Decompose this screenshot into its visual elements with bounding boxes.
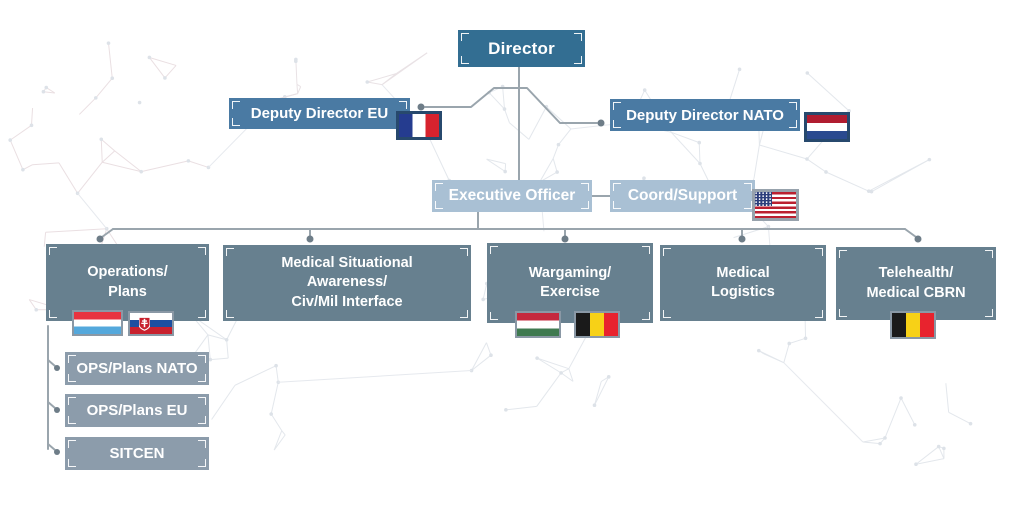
corner-mark — [49, 247, 57, 255]
corner-mark — [581, 201, 589, 209]
connector-director-to-deputy-nato — [518, 87, 605, 127]
department-medical-situational-awareness-box: Medical Situational Awareness/ Civ/Mil I… — [223, 245, 471, 321]
france-flag-icon — [396, 111, 442, 140]
us-flag-canton — [755, 192, 773, 207]
deputy-director-eu-box: Deputy Director EU — [229, 98, 410, 129]
department-telehealth-medical-cbrn-box: Telehealth/ Medical CBRN — [836, 247, 996, 320]
corner-mark — [744, 183, 752, 191]
corner-mark — [815, 248, 823, 256]
corner-mark — [68, 355, 76, 363]
department-label-line: Medical CBRN — [866, 284, 966, 301]
corner-mark — [68, 440, 76, 448]
corner-mark — [435, 201, 443, 209]
corner-mark — [839, 250, 847, 258]
corner-mark — [815, 310, 823, 318]
corner-mark — [744, 201, 752, 209]
department-label-line: Civ/Mil Interface — [291, 293, 403, 310]
corner-mark — [68, 416, 76, 424]
corner-mark — [581, 183, 589, 191]
corner-mark — [435, 183, 443, 191]
corner-mark — [613, 120, 621, 128]
corner-mark — [198, 374, 206, 382]
united-states-flag-icon — [752, 189, 799, 221]
slovakia-flag-icon — [128, 311, 174, 336]
corner-mark — [198, 397, 206, 405]
corner-mark — [460, 248, 468, 256]
corner-mark — [198, 440, 206, 448]
belgium-flag-icon — [890, 311, 936, 339]
netherlands-flag-icon — [804, 112, 850, 142]
luxembourg-flag-icon — [72, 310, 123, 336]
corner-mark — [198, 416, 206, 424]
slovakia-emblem-icon — [139, 316, 151, 331]
department-label-line: Medical Situational — [281, 255, 413, 272]
corner-mark — [461, 33, 469, 41]
department-label-line: Plans — [108, 283, 147, 300]
corner-mark — [461, 56, 469, 64]
department-label-line: Medical — [716, 264, 770, 281]
corner-mark — [490, 246, 498, 254]
subunit-sitcen-box: SITCEN — [65, 437, 209, 470]
deputy-director-nato-label: Deputy Director NATO — [626, 106, 784, 124]
subunit-ops-plans-nato-box: OPS/Plans NATO — [65, 352, 209, 385]
corner-mark — [198, 459, 206, 467]
corner-mark — [985, 250, 993, 258]
executive-officer-box: Executive Officer — [432, 180, 592, 212]
corner-mark — [226, 310, 234, 318]
corner-mark — [839, 309, 847, 317]
department-medical-logistics-box: Medical Logistics — [660, 245, 826, 321]
corner-mark — [574, 33, 582, 41]
deputy-director-eu-label: Deputy Director EU — [250, 105, 389, 122]
subunit-label: OPS/Plans NATO — [76, 360, 198, 377]
department-label-line: Awareness/ — [306, 274, 388, 291]
corner-mark — [613, 201, 621, 209]
corner-mark — [68, 374, 76, 382]
department-label-line: Wargaming/ — [528, 264, 612, 281]
director-label: Director — [488, 38, 555, 58]
belgium-flag-icon — [574, 311, 620, 338]
coord-support-box: Coord/Support — [610, 180, 755, 212]
executive-officer-label: Executive Officer — [448, 187, 576, 204]
corner-mark — [789, 102, 797, 110]
corner-mark — [198, 310, 206, 318]
corner-mark — [68, 397, 76, 405]
corner-mark — [490, 312, 498, 320]
corner-mark — [226, 248, 234, 256]
subunit-label: SITCEN — [109, 445, 165, 462]
corner-mark — [49, 310, 57, 318]
department-label-line: Exercise — [540, 284, 600, 300]
corner-mark — [613, 183, 621, 191]
corner-mark — [613, 102, 621, 110]
corner-mark — [460, 310, 468, 318]
corner-mark — [198, 355, 206, 363]
corner-mark — [642, 246, 650, 254]
director-box: Director — [458, 30, 585, 67]
department-label-line: Logistics — [711, 284, 775, 300]
corner-mark — [663, 248, 671, 256]
connector-executive-to-departments — [96, 211, 922, 243]
corner-mark — [198, 247, 206, 255]
coord-support-label: Coord/Support — [627, 187, 738, 204]
subunit-ops-plans-eu-box: OPS/Plans EU — [65, 394, 209, 427]
corner-mark — [232, 118, 240, 126]
corner-mark — [399, 101, 407, 109]
connector-operations-to-subunits — [47, 325, 60, 455]
corner-mark — [663, 310, 671, 318]
department-label-line: Telehealth/ — [878, 265, 954, 282]
department-wargaming-exercise-box: Wargaming/ Exercise — [487, 243, 653, 323]
corner-mark — [789, 120, 797, 128]
corner-mark — [574, 56, 582, 64]
corner-mark — [985, 309, 993, 317]
corner-mark — [232, 101, 240, 109]
department-label-line: Operations/ — [87, 264, 168, 281]
department-operations-plans-box: Operations/ Plans — [46, 244, 209, 321]
connector-director-to-deputy-eu — [417, 87, 520, 111]
subunit-label: OPS/Plans EU — [86, 402, 188, 419]
corner-mark — [642, 312, 650, 320]
corner-mark — [68, 459, 76, 467]
hungary-flag-icon — [515, 311, 561, 338]
deputy-director-nato-box: Deputy Director NATO — [610, 99, 800, 131]
